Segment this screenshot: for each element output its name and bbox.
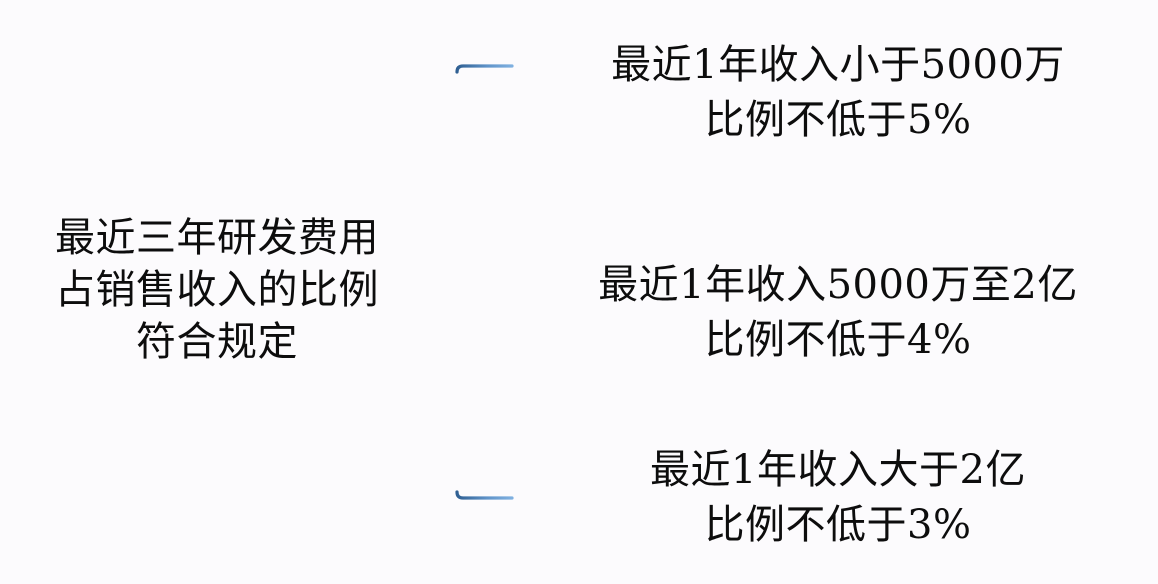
root-node-line-2: 占销售收入的比例 (55, 267, 379, 313)
branch-node-3: 最近1年收入大于2亿 比例不低于3% (538, 443, 1138, 553)
branch-node-1: 最近1年收入小于5000万 比例不低于5% (538, 38, 1138, 148)
bracket-connector (455, 64, 514, 500)
branch-node-2-line-2: 比例不低于4% (704, 317, 972, 363)
branch-node-3-line-1: 最近1年收入大于2亿 (650, 447, 1026, 493)
branch-node-2: 最近1年收入5000万至2亿 比例不低于4% (538, 258, 1138, 368)
branch-node-3-line-2: 比例不低于3% (704, 502, 972, 548)
branch-node-2-line-1: 最近1年收入5000万至2亿 (598, 262, 1078, 308)
root-node-line-1: 最近三年研发费用 (55, 215, 379, 261)
root-node-line-3: 符合规定 (136, 319, 298, 365)
root-node: 最近三年研发费用 占销售收入的比例 符合规定 (8, 212, 426, 368)
bracket-arm-bottom (455, 490, 514, 500)
branch-node-1-line-2: 比例不低于5% (704, 97, 972, 143)
bracket-arm-top (455, 64, 514, 74)
branch-node-1-line-1: 最近1年收入小于5000万 (611, 42, 1065, 88)
